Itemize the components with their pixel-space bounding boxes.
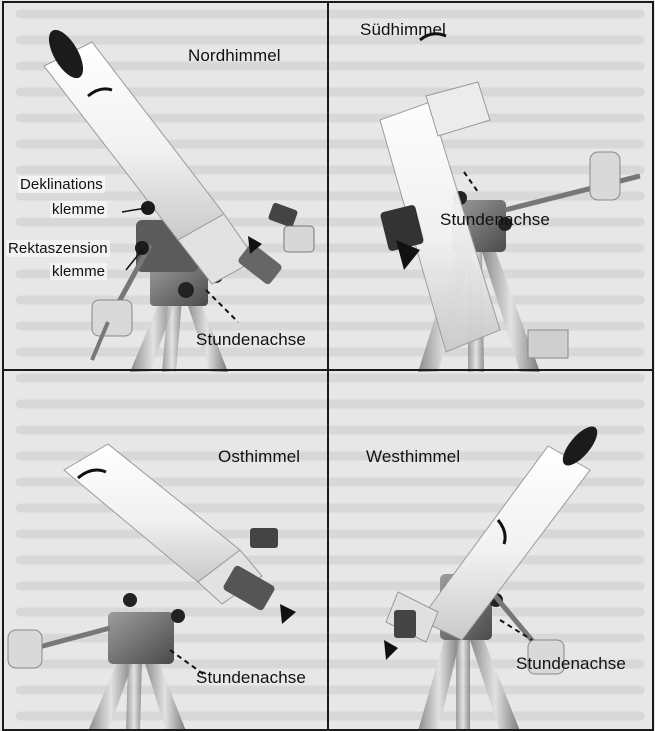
label-hour-axis-west: Stundenachse bbox=[516, 654, 626, 674]
label-rightascension: Rektaszension bbox=[6, 240, 110, 257]
panel-title-westhimmel: Westhimmel bbox=[366, 447, 460, 467]
label-hour-axis-ost: Stundenachse bbox=[196, 668, 306, 688]
label-rightascension-clamp: klemme bbox=[50, 263, 107, 280]
panel-title-nordhimmel: Nordhimmel bbox=[188, 46, 281, 66]
label-hour-axis-nord: Stundenachse bbox=[196, 330, 306, 350]
label-hour-axis-sued: Stundenachse bbox=[440, 210, 550, 230]
label-declination: Deklinations bbox=[18, 176, 105, 193]
panel-title-osthimmel: Osthimmel bbox=[218, 447, 300, 467]
rightascension-clamp-knob bbox=[135, 241, 149, 255]
label-declination-clamp: klemme bbox=[50, 201, 107, 218]
tripod-tray bbox=[528, 330, 568, 358]
panel-title-suedhimmel: Südhimmel bbox=[360, 20, 446, 40]
